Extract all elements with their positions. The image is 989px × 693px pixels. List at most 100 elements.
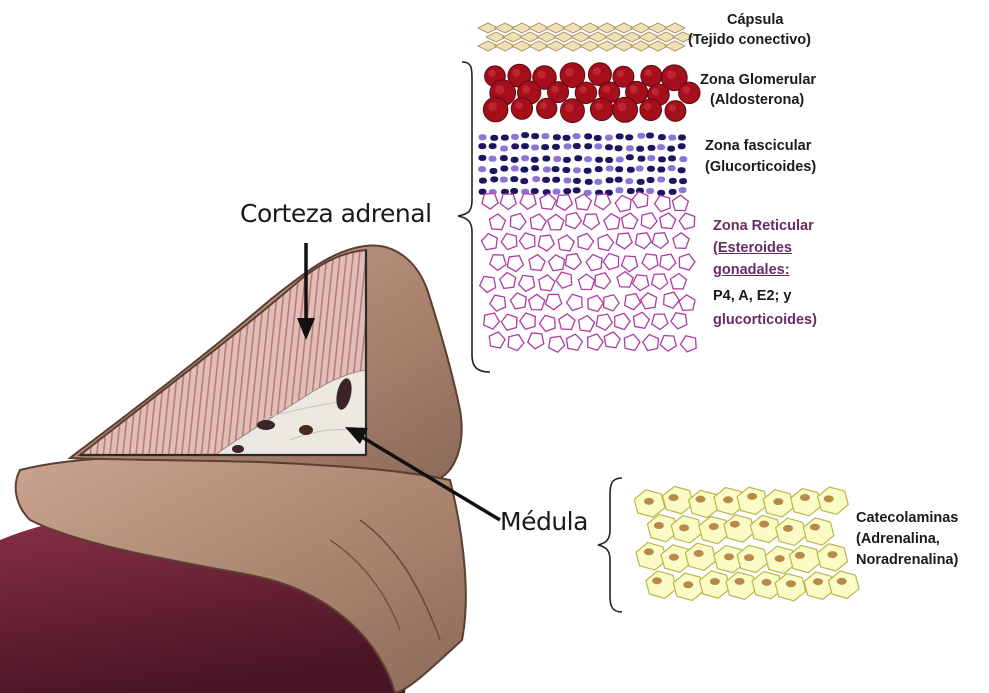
fascicular-cell [657,167,665,173]
reticular-cell [622,213,638,229]
reticular-cell [540,315,556,331]
reticular-cell [556,195,572,211]
fascicular-cell [594,135,602,141]
chromaffin-nucleus [644,498,654,505]
reticular-cell [672,195,688,210]
reticular-cell [616,233,632,249]
glomerular-cell-highlight [488,102,497,111]
label-capsula-title: Cápsula [727,12,783,29]
fascicular-cell [669,189,677,195]
fascicular-cell [542,155,550,161]
fascicular-cell [520,178,528,184]
glomerular-cell-highlight [667,70,676,79]
reticular-cell [588,295,604,311]
fascicular-cell [531,144,539,150]
vessel [299,425,313,435]
reticular-cell [671,313,687,329]
reticular-cell [520,313,536,329]
reticular-cell [548,214,564,230]
reticular-cell [538,235,554,251]
fascicular-cell [531,165,539,171]
fascicular-cell [647,155,655,161]
chromaffin-nucleus [723,496,733,503]
reticular-cell [635,233,651,249]
chromaffin-nucleus [652,577,662,584]
glomerular-cell-highlight [515,102,522,109]
fascicular-cell [657,144,665,150]
fascicular-cell [637,156,645,162]
reticular-cell [604,295,620,311]
reticular-cell [622,256,638,272]
fascicular-cell [573,187,581,193]
fascicular-cell [625,178,633,184]
chromaffin-cell [829,571,860,598]
fascicular-cell [552,177,560,183]
fascicular-cell [532,176,540,182]
reticular-cell [508,335,524,351]
glomerular-cell [640,99,662,121]
fascicular-cell [626,145,634,151]
reticular-cell [530,214,546,230]
fascicular-cell [489,156,497,162]
label-glomerular-sub: (Aldosterona) [710,92,804,109]
chromaffin-nucleus [735,578,745,585]
reticular-cell [529,255,545,271]
glomerular-cell-highlight [540,102,547,109]
reticular-cell [670,274,686,290]
label-catecolaminas: Catecolaminas [856,510,958,527]
fascicular-cell [658,134,666,140]
reticular-cell [559,314,575,330]
label-fascicular-sub: (Glucorticoides) [705,159,816,176]
fascicular-cell [531,133,539,139]
fascicular-cell [584,133,592,139]
reticular-cell [489,332,505,348]
chromaffin-nucleus [668,494,678,501]
chromaffin-nucleus [783,525,793,532]
glomerular-cell [665,101,686,122]
zona-reticular-cells [480,192,697,352]
label-medula: Médula [500,508,588,537]
reticular-cell [575,194,591,210]
fascicular-cell [531,157,539,163]
glomerular-cell [641,65,662,86]
reticular-cell [529,294,545,310]
reticular-cell [556,272,572,288]
fascicular-cell [636,165,644,171]
reticular-cell [565,254,581,270]
reticular-cell [634,312,650,328]
glomerular-cell-highlight [683,86,690,93]
fascicular-cell [511,134,519,140]
fascicular-cell [646,132,654,138]
fascicular-cell [543,167,551,173]
fascicular-cell [678,143,686,149]
reticular-cell [558,235,574,251]
fascicular-cell [584,143,592,149]
reticular-cell [579,316,595,332]
chromaffin-nucleus [775,555,785,562]
fascicular-cell [553,156,561,162]
glomerular-cell-highlight [645,69,652,76]
chromaffin-cell [791,489,822,516]
reticular-cell [615,313,630,329]
fascicular-cell [605,157,613,163]
reticular-cell [540,194,556,210]
fascicular-cell [584,168,592,174]
chromaffin-nucleus [810,524,820,531]
reticular-cell [596,314,612,330]
reticular-cell [501,314,517,330]
fascicular-cell [647,166,655,172]
label-reticular-line3: gonadales: [713,262,790,279]
fascicular-cell [679,187,687,193]
reticular-cell [641,213,657,229]
chromaffin-nucleus [710,578,720,585]
reticular-cell [519,275,535,291]
fascicular-cell [552,166,560,172]
glomerular-cell-highlight [565,104,573,112]
fascicular-cell [511,166,519,172]
glomerular-cell-highlight [551,85,558,92]
label-capsula-sub: (Tejido conectivo) [688,32,811,49]
fascicular-cell [585,179,593,185]
reticular-cell [549,336,565,352]
chromaffin-cell [689,490,720,517]
reticular-cell [566,213,582,229]
